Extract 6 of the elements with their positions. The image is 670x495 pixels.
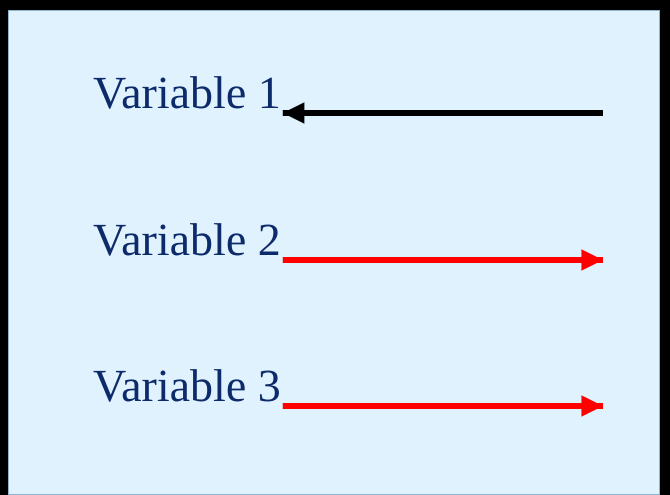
variable-label: Variable 1 bbox=[93, 70, 281, 116]
variable-label: Variable 2 bbox=[93, 217, 281, 263]
arrow bbox=[282, 249, 603, 271]
variable-label: Variable 3 bbox=[93, 363, 281, 409]
arrow bbox=[282, 102, 603, 124]
arrow bbox=[282, 395, 603, 417]
